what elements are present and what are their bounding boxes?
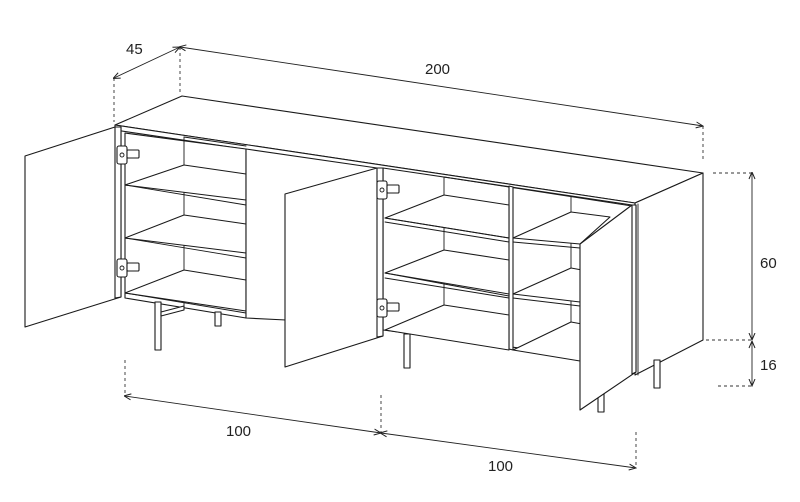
hinge-icon — [116, 258, 140, 278]
width-label: 200 — [425, 61, 450, 78]
hinge-icon — [376, 180, 400, 200]
cabinet-body — [114, 95, 704, 376]
cabinet-right-side — [634, 172, 704, 376]
hinge-icon — [116, 145, 140, 165]
leg-back-right — [653, 359, 661, 389]
middle-door — [284, 167, 384, 368]
right-section-dimension-line — [381, 433, 636, 468]
width-dimension-line — [180, 47, 703, 126]
hinge-icon — [376, 298, 400, 318]
leg-back-left — [214, 311, 222, 327]
left-section-label: 100 — [226, 423, 251, 440]
dimension-labels: 45 200 60 16 100 100 — [126, 41, 777, 475]
right-shelf-1b — [512, 211, 611, 245]
cabinet-doors — [24, 126, 637, 411]
right-section-label: 100 — [488, 458, 513, 475]
height-legs-label: 16 — [760, 357, 777, 374]
leg-middle-front — [403, 333, 411, 369]
left-section-dimension-line — [125, 396, 381, 433]
left-door — [24, 126, 122, 328]
depth-dimension-line — [114, 47, 180, 78]
depth-label: 45 — [126, 41, 143, 58]
right-shelf-2a — [384, 249, 510, 297]
height-body-label: 60 — [760, 255, 777, 272]
right-shelf-bottom-a — [384, 304, 510, 351]
leg-front-left — [154, 301, 162, 351]
hinges — [116, 145, 400, 318]
right-divider — [508, 185, 514, 351]
